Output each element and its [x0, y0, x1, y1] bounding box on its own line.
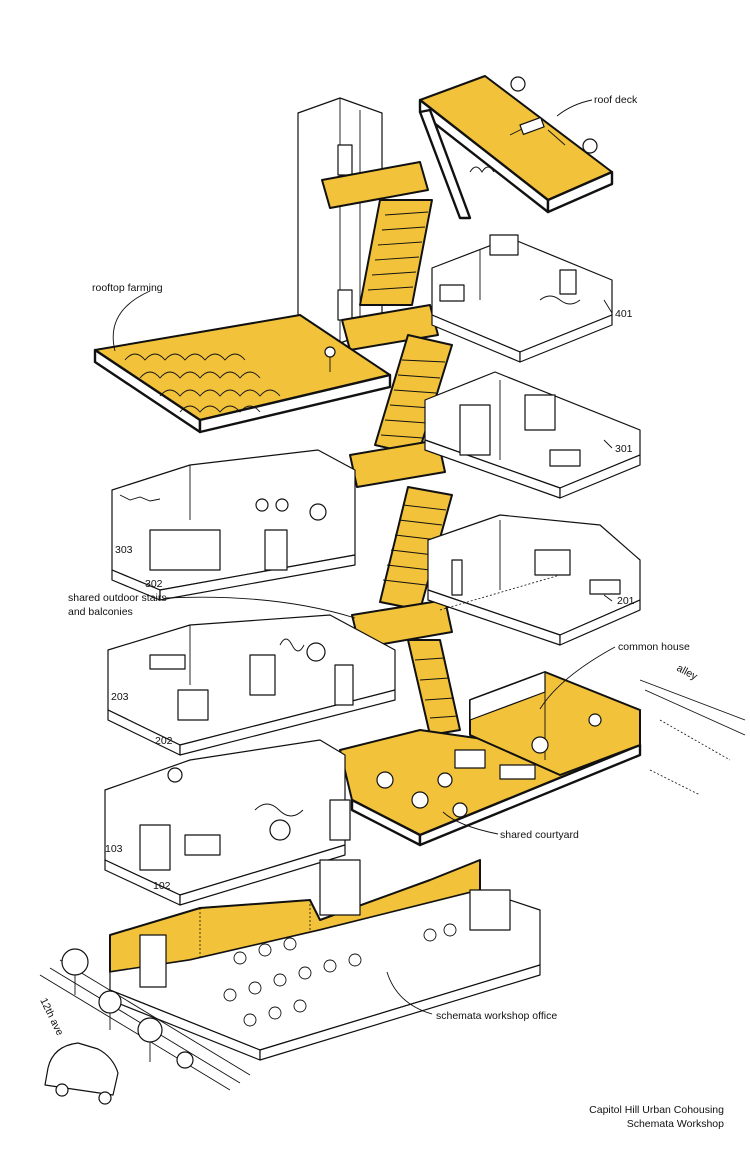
label-shared-courtyard: shared courtyard: [500, 829, 579, 841]
alley: [639, 679, 746, 736]
label-unit-103: 103: [105, 843, 123, 855]
roof-deck: [418, 75, 614, 220]
stair-tower: [297, 97, 383, 344]
label-unit-201: 201: [617, 595, 635, 607]
schemata-workshop-office: [109, 859, 541, 1061]
label-shared-stairs-1: shared outdoor stairs: [68, 592, 167, 604]
labels: roof deck rooftop farming 401 301 303 30…: [37, 94, 700, 1038]
unit-401: [431, 234, 613, 363]
label-unit-301: 301: [615, 443, 633, 455]
label-unit-302: 302: [145, 578, 163, 590]
rooftop-farming: [93, 314, 392, 434]
units-103-102: [104, 739, 351, 906]
label-unit-202: 202: [155, 735, 173, 747]
label-street: 12th ave: [37, 996, 66, 1038]
courtyard-and-common-house: [339, 671, 731, 847]
shared-stairs: [321, 161, 461, 736]
credit-block: Capitol Hill Urban Cohousing Schemata Wo…: [524, 1103, 724, 1131]
label-unit-401: 401: [615, 308, 633, 320]
units-303-302: [111, 449, 356, 601]
unit-201: [427, 514, 641, 646]
credit-firm: Schemata Workshop: [626, 1118, 724, 1130]
unit-301: [424, 371, 641, 499]
label-rooftop-farming: rooftop farming: [92, 282, 163, 294]
label-roof-deck: roof deck: [594, 94, 638, 106]
label-common-house: common house: [618, 641, 690, 653]
units-203-202: [107, 614, 396, 756]
credit-project: Capitol Hill Urban Cohousing: [589, 1104, 724, 1116]
label-schemata-office: schemata workshop office: [436, 1010, 557, 1022]
label-shared-stairs-2: and balconies: [68, 606, 133, 618]
label-unit-203: 203: [111, 691, 129, 703]
tree-icons: [61, 948, 194, 1069]
label-unit-102: 102: [153, 880, 171, 892]
label-alley: alley: [675, 662, 700, 683]
leader-lines: [112, 99, 616, 1015]
label-unit-303: 303: [115, 544, 133, 556]
car-icon: [44, 1042, 119, 1105]
